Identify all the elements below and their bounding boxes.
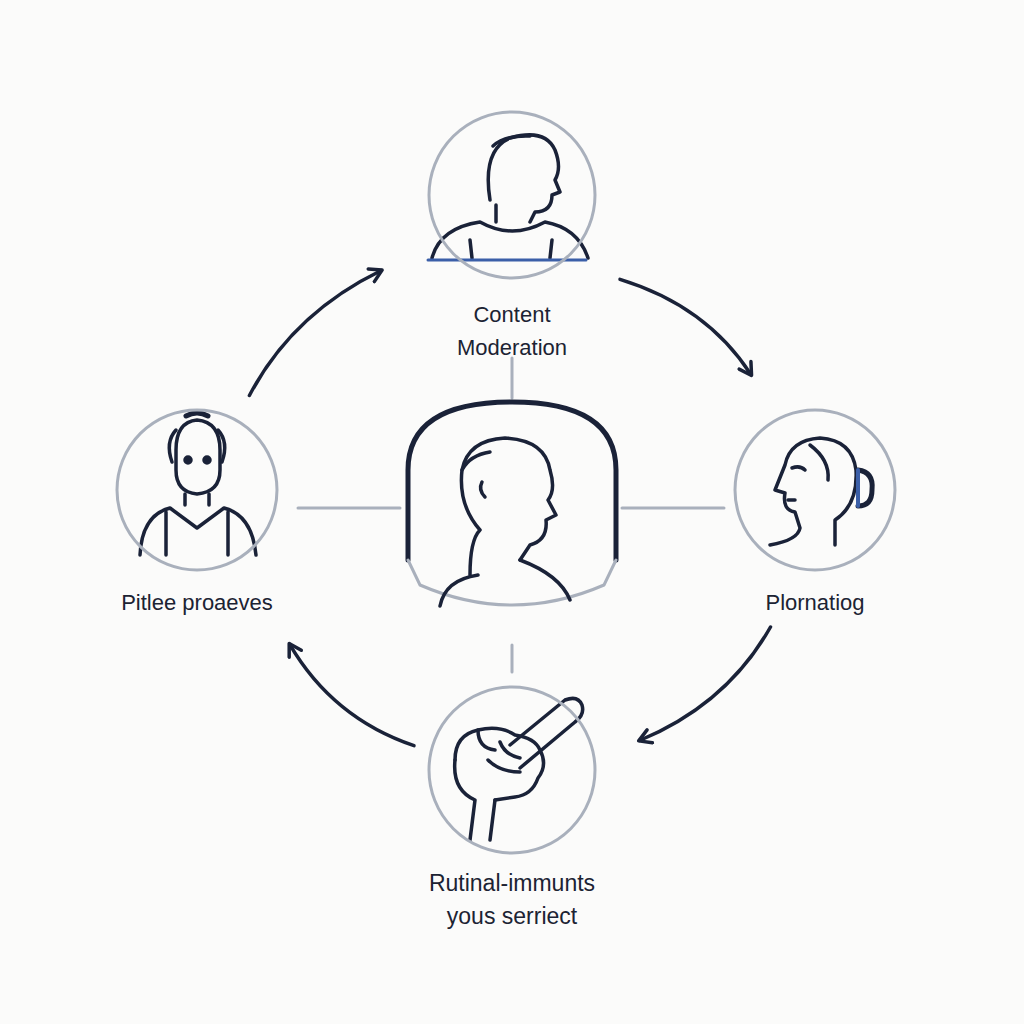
person-icon <box>428 135 588 260</box>
profile-headphone-icon <box>770 438 872 545</box>
headset-person-icon <box>140 413 256 555</box>
node-label: Pitlee proaeves <box>67 586 327 619</box>
cycle-arrow <box>620 279 751 374</box>
circle-node: Content Moderation <box>427 110 597 364</box>
node-circle <box>427 110 597 280</box>
circle-node: Pitlee proaeves <box>115 408 279 619</box>
node-circle <box>115 408 279 572</box>
cycle-arrow <box>640 627 771 741</box>
circle-node: Plornatiog <box>733 408 897 619</box>
cycle-arrow <box>290 644 414 745</box>
node-label: Plornatiog <box>715 586 915 619</box>
node-circle <box>733 408 897 572</box>
node-label: Content Moderation <box>422 298 602 364</box>
center-figure <box>408 402 616 606</box>
hub-spokes <box>298 358 724 672</box>
node-label: Rutinal-immunts yous serriect <box>412 867 612 933</box>
circle-node: Rutinal-immunts yous serriect <box>427 685 597 933</box>
fist-holding-bar-icon <box>455 698 583 840</box>
node-circle <box>427 685 597 855</box>
cycle-arrow <box>249 271 381 396</box>
